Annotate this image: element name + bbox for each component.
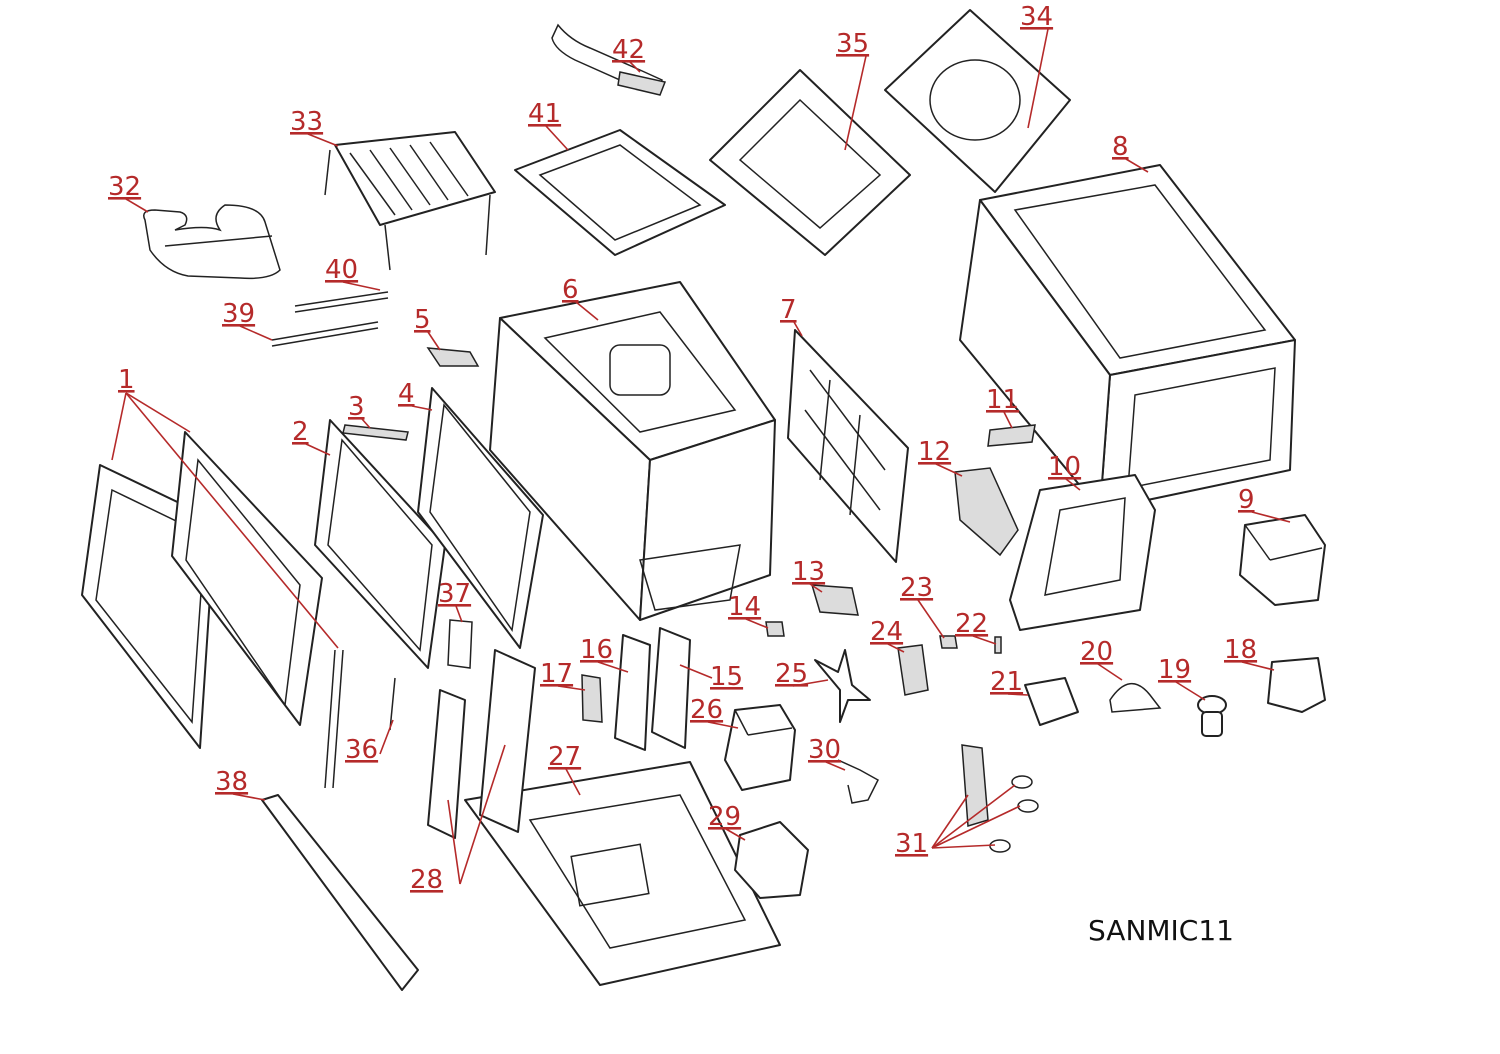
callout-33: 33 bbox=[290, 107, 323, 137]
callout-12: 12 bbox=[918, 437, 951, 467]
callout-32: 32 bbox=[108, 172, 141, 202]
callout-6: 6 bbox=[562, 275, 579, 305]
callout-31: 31 bbox=[895, 829, 928, 859]
part-20-clamp bbox=[1109, 683, 1162, 713]
callout-10: 10 bbox=[1048, 452, 1081, 482]
part-17-button bbox=[581, 674, 603, 723]
callout-24: 24 bbox=[870, 617, 903, 647]
callout-37: 37 bbox=[438, 579, 471, 609]
callout-41: 41 bbox=[528, 99, 561, 129]
part-30-wiring bbox=[837, 759, 879, 804]
part-40-rod bbox=[294, 291, 389, 313]
part-13-board bbox=[810, 584, 859, 616]
callout-26: 26 bbox=[690, 695, 723, 725]
part-35-waveguide bbox=[709, 69, 911, 256]
callout-7: 7 bbox=[780, 295, 797, 325]
callout-38: 38 bbox=[215, 767, 248, 797]
callout-34: 34 bbox=[1020, 2, 1053, 32]
callout-14: 14 bbox=[728, 592, 761, 622]
part-28-plates bbox=[427, 649, 536, 839]
callout-4: 4 bbox=[398, 379, 415, 409]
part-16-panel bbox=[614, 634, 651, 751]
callout-28: 28 bbox=[410, 865, 443, 895]
callout-19: 19 bbox=[1158, 655, 1191, 685]
callouts: 1 2 3 4 5 6 7 8 9 10 11 12 13 14 15 16 bbox=[108, 2, 1291, 895]
callout-27: 27 bbox=[548, 742, 581, 772]
part-38-handle bbox=[261, 794, 419, 991]
part-39-rod bbox=[271, 321, 379, 347]
part-5-bracket bbox=[426, 347, 480, 367]
callout-2: 2 bbox=[292, 417, 309, 447]
callout-35: 35 bbox=[836, 29, 869, 59]
callout-40: 40 bbox=[325, 255, 358, 285]
diagram-code-label: SANMIC11 bbox=[1088, 914, 1234, 947]
part-36-rod bbox=[389, 677, 396, 731]
part-42-power-cord bbox=[551, 23, 667, 96]
part-14-clip bbox=[765, 621, 785, 637]
part-1-door bbox=[81, 431, 344, 789]
part-19-lamp bbox=[1197, 695, 1227, 737]
callout-11: 11 bbox=[986, 385, 1019, 415]
part-33-rack bbox=[324, 131, 496, 271]
callout-8: 8 bbox=[1112, 132, 1129, 162]
callout-18: 18 bbox=[1224, 635, 1257, 665]
part-34-back-plate bbox=[884, 9, 1071, 193]
part-31-harness bbox=[961, 744, 1039, 853]
part-15-panel bbox=[651, 627, 691, 749]
part-23-sensor bbox=[939, 635, 958, 649]
part-18-motor bbox=[1267, 657, 1326, 713]
part-24-switch-holder bbox=[897, 644, 929, 696]
part-12-bracket bbox=[954, 467, 1019, 557]
callout-1: 1 bbox=[118, 365, 135, 395]
callout-5: 5 bbox=[414, 305, 431, 335]
part-8-cabinet bbox=[959, 164, 1296, 511]
part-2-door-frame bbox=[314, 419, 446, 669]
part-6-cavity bbox=[489, 281, 776, 621]
part-26-magnetron bbox=[724, 704, 796, 791]
callout-20: 20 bbox=[1080, 637, 1113, 667]
callout-42: 42 bbox=[612, 35, 645, 65]
callout-9: 9 bbox=[1238, 485, 1255, 515]
callout-13: 13 bbox=[792, 557, 825, 587]
part-27-base bbox=[464, 761, 781, 986]
callout-29: 29 bbox=[708, 802, 741, 832]
callout-30: 30 bbox=[808, 735, 841, 765]
part-21-capacitor bbox=[1024, 677, 1079, 726]
callout-36: 36 bbox=[345, 735, 378, 765]
part-11-switch bbox=[987, 424, 1036, 447]
part-29-transformer bbox=[734, 821, 809, 899]
callout-16: 16 bbox=[580, 635, 613, 665]
part-9-transformer bbox=[1239, 514, 1326, 606]
part-32-grill-element bbox=[143, 204, 281, 280]
part-7-side-panel bbox=[787, 329, 909, 563]
callout-39: 39 bbox=[222, 299, 255, 329]
part-25-fan bbox=[814, 649, 871, 723]
part-10-control-frame bbox=[1009, 474, 1156, 631]
callout-21: 21 bbox=[990, 667, 1023, 697]
callout-23: 23 bbox=[900, 573, 933, 603]
callout-17: 17 bbox=[540, 659, 573, 689]
callout-15: 15 bbox=[710, 662, 743, 692]
part-3-latch bbox=[342, 424, 409, 441]
callout-22: 22 bbox=[955, 609, 988, 639]
part-41-gasket bbox=[514, 129, 726, 256]
part-22-fuse bbox=[994, 636, 1002, 654]
callout-3: 3 bbox=[348, 392, 365, 422]
part-37-hinge bbox=[447, 619, 473, 669]
part-4-door-glass bbox=[417, 387, 544, 649]
